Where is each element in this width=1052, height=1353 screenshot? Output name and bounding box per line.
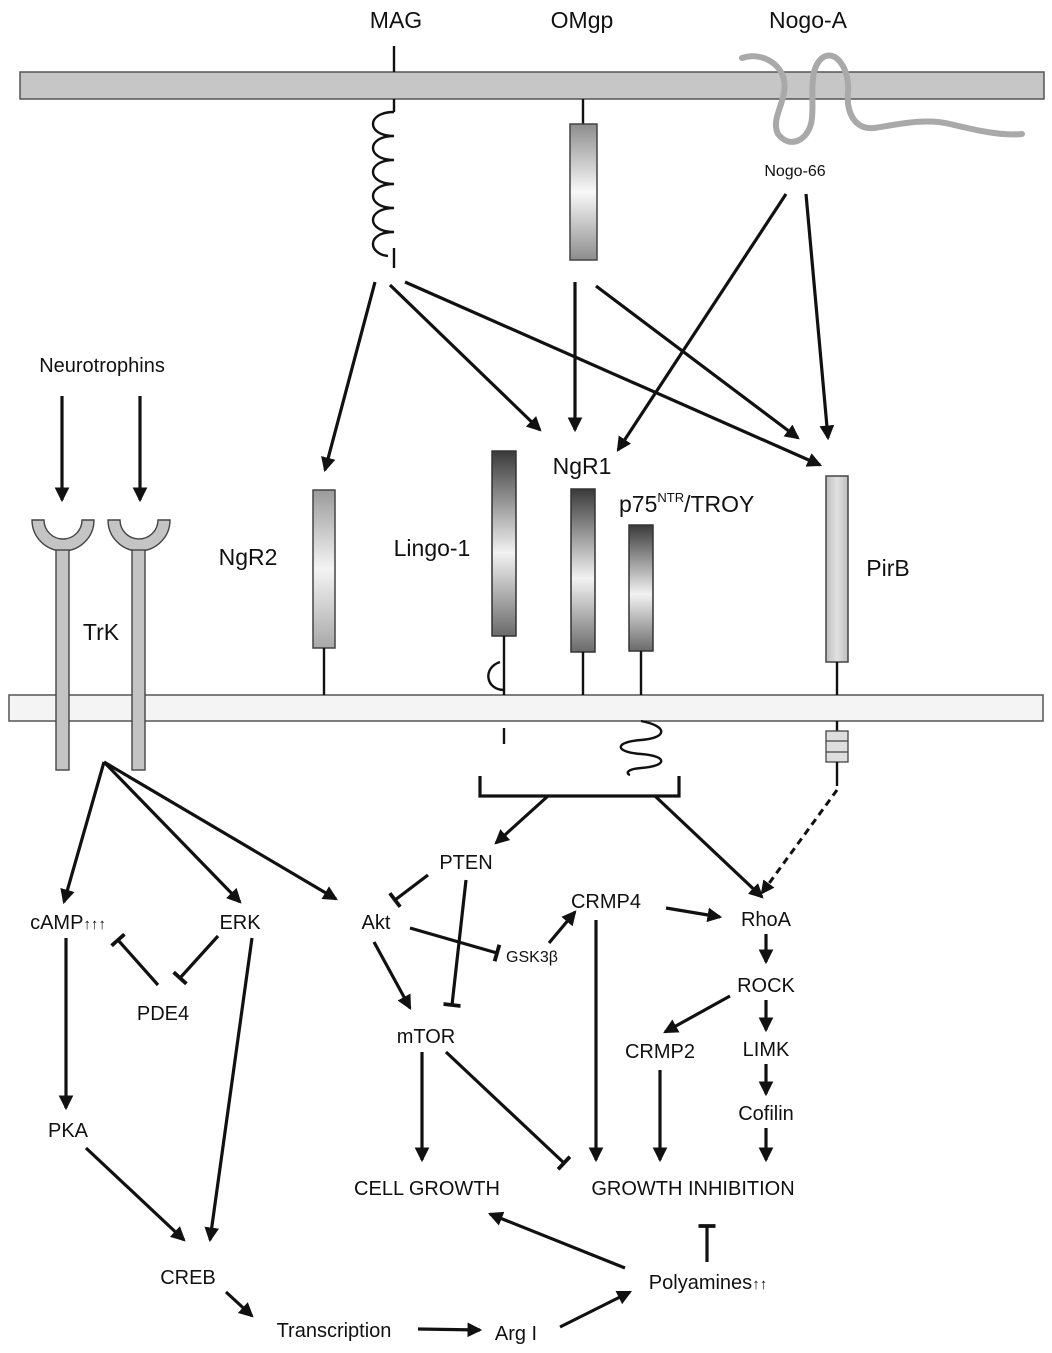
camp-increase-arrows: ↑↑↑ bbox=[83, 916, 106, 933]
akt-label: Akt bbox=[362, 912, 391, 934]
camp-text: cAMP bbox=[30, 912, 83, 934]
polyamines-label: Polyamines↑↑ bbox=[649, 1272, 767, 1294]
nogo-a-label: Nogo-A bbox=[769, 7, 848, 33]
pka-label: PKA bbox=[48, 1120, 89, 1142]
lingo1-receptor bbox=[487, 450, 517, 744]
pirb-receptor bbox=[825, 475, 849, 786]
trk-receptor-left bbox=[31, 519, 95, 771]
upper-arrows bbox=[54, 193, 835, 503]
cofilin-label: Cofilin bbox=[738, 1103, 794, 1125]
receptor-complex-bracket bbox=[478, 776, 681, 798]
mag-label: MAG bbox=[370, 7, 422, 33]
p75-suffix: /TROY bbox=[684, 491, 754, 517]
polyamines-text: Polyamines bbox=[649, 1272, 752, 1294]
mag-protein bbox=[371, 46, 396, 268]
p75-troy-label: p75NTR/TROY bbox=[619, 490, 754, 517]
arg1-label: Arg I bbox=[495, 1323, 537, 1345]
pde4-label: PDE4 bbox=[137, 1003, 189, 1025]
mtor-label: mTOR bbox=[397, 1026, 456, 1048]
ngr1-label: NgR1 bbox=[553, 453, 612, 479]
ngr1-receptor bbox=[570, 488, 596, 695]
transcription-label: Transcription bbox=[277, 1320, 392, 1342]
pten-label: PTEN bbox=[439, 852, 492, 874]
creb-label: CREB bbox=[160, 1267, 216, 1289]
growth-inhibition-label: GROWTH INHIBITION bbox=[591, 1178, 794, 1200]
omgp-label: OMgp bbox=[551, 7, 614, 33]
top-membrane bbox=[19, 71, 1045, 100]
p75-base: p75 bbox=[619, 491, 657, 517]
bottom-membrane bbox=[8, 694, 1044, 722]
lower-edges bbox=[58, 760, 839, 1338]
crmp4-label: CRMP4 bbox=[571, 891, 641, 913]
camp-label: cAMP↑↑↑ bbox=[30, 912, 106, 934]
limk-label: LIMK bbox=[743, 1039, 790, 1061]
ngr2-label: NgR2 bbox=[219, 544, 278, 570]
trk-receptor-right bbox=[107, 519, 171, 771]
nogo-66-label: Nogo-66 bbox=[764, 163, 825, 180]
rhoa-label: RhoA bbox=[741, 909, 792, 931]
nogo-a-chain bbox=[739, 52, 1025, 145]
p75-superscript: NTR bbox=[657, 490, 684, 505]
p75-troy-receptor bbox=[619, 524, 663, 777]
cell-growth-label: CELL GROWTH bbox=[354, 1178, 500, 1200]
gsk3b-label: GSK3β bbox=[506, 949, 558, 966]
omgp-protein bbox=[569, 99, 598, 261]
trk-label: TrK bbox=[83, 619, 120, 645]
polyamines-increase-arrows: ↑↑ bbox=[752, 1276, 767, 1293]
pirb-label: PirB bbox=[866, 555, 909, 581]
erk-label: ERK bbox=[219, 912, 261, 934]
crmp2-label: CRMP2 bbox=[625, 1041, 695, 1063]
rock-label: ROCK bbox=[737, 975, 795, 997]
lingo1-label: Lingo-1 bbox=[394, 535, 471, 561]
ngr2-receptor bbox=[312, 489, 336, 695]
neurotrophins-label: Neurotrophins bbox=[39, 355, 165, 377]
